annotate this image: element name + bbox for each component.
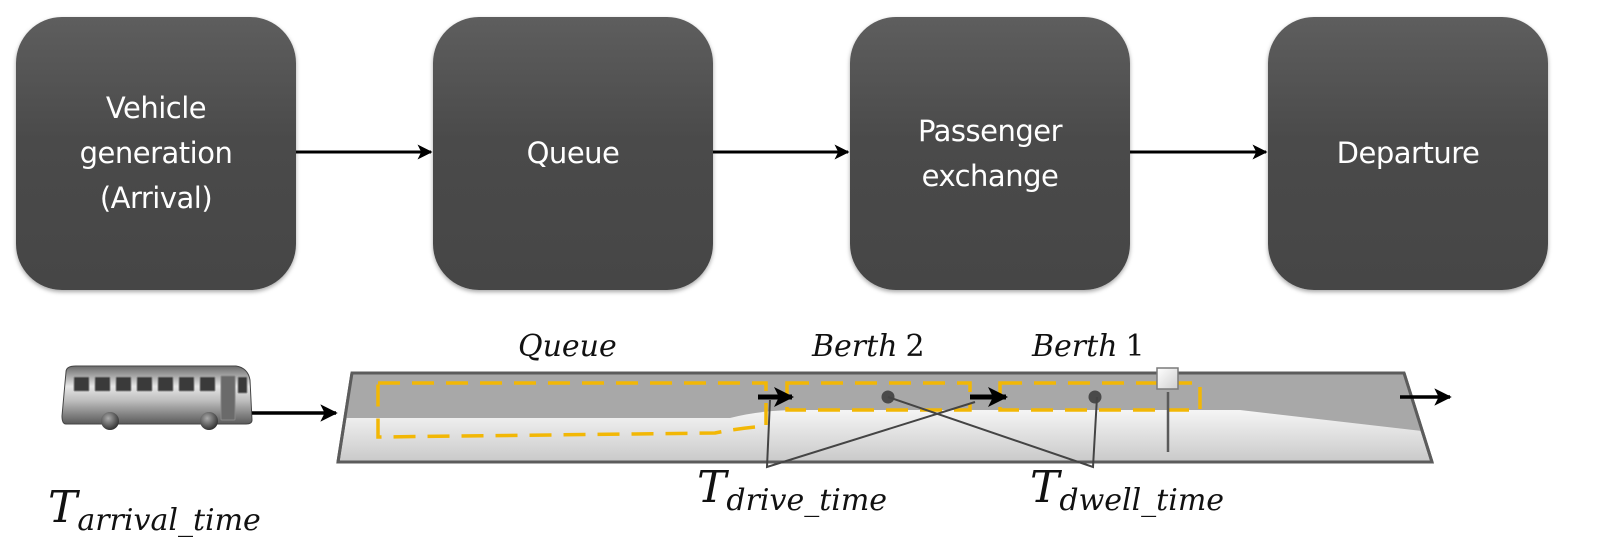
dwell-time-label: Tdwell_time	[1030, 462, 1224, 518]
drive-time-base: T	[697, 462, 730, 513]
dwell-time-base: T	[1030, 462, 1063, 513]
berth-1-name: Berth	[1031, 329, 1118, 364]
arrival-time-base: T	[48, 482, 81, 533]
queue-zone	[376, 381, 768, 439]
flow-step-label: Departure	[1336, 136, 1480, 170]
berth-1-number: 1	[1126, 329, 1145, 364]
bus-icon	[61, 365, 253, 430]
flow-step-label: Vehicle generation (Arrival)	[79, 91, 233, 215]
drive-time-leader	[765, 399, 976, 469]
berth-1-stop-point	[1088, 390, 1102, 404]
bus-stop-platform	[336, 371, 1435, 464]
flow-step-label: Passenger exchange	[917, 113, 1063, 193]
queue-zone-label: Queue	[518, 329, 617, 364]
flow-step-label: Queue	[526, 136, 620, 170]
berth-2-zone	[785, 381, 972, 412]
drive-time-label: Tdrive_time	[697, 462, 887, 518]
dwell-time-leader	[887, 396, 1098, 469]
bus-stop-sign-icon	[1156, 367, 1179, 452]
flow-step-queue: Queue	[433, 17, 713, 290]
dwell-time-sub: dwell_time	[1059, 483, 1224, 518]
flow-step-vehicle-generation: Vehicle generation (Arrival)	[16, 17, 296, 290]
flow-step-departure: Departure	[1268, 17, 1548, 290]
drive-time-sub: drive_time	[726, 483, 887, 518]
flow-step-passenger-exchange: Passenger exchange	[850, 17, 1130, 290]
berth-2-name: Berth	[811, 329, 898, 364]
berth-2-number: 2	[906, 329, 925, 364]
arrival-time-sub: arrival_time	[77, 503, 260, 538]
arrival-time-label: Tarrival_time	[48, 482, 261, 538]
